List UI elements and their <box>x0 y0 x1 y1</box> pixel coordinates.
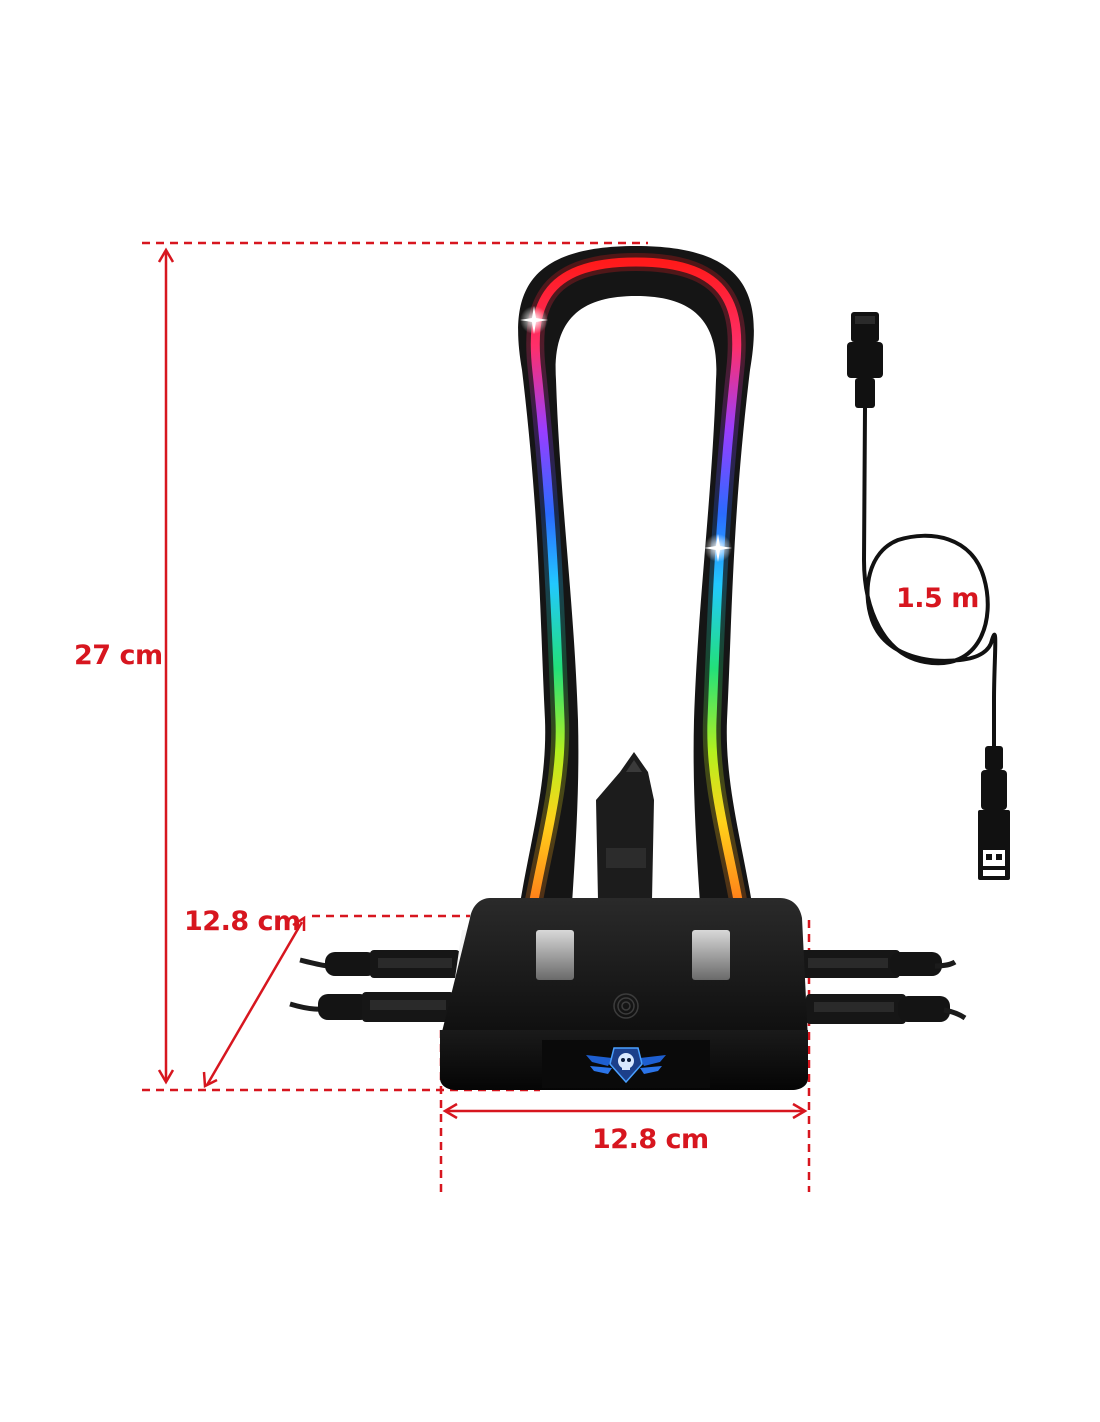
height-dimension-label: 27 cm <box>74 640 163 671</box>
depth-arrow-head-bottom <box>202 1071 218 1088</box>
right-usb-hub-cables <box>800 950 967 1024</box>
height-arrow-head-top <box>157 247 175 263</box>
left-light-slot <box>536 930 574 980</box>
skull-wings-logo <box>586 1047 666 1084</box>
left-usb-hub-cables <box>289 950 460 1022</box>
right-light-slot <box>692 930 730 980</box>
dimension-guides <box>142 241 811 1192</box>
usb-a-plug-icon <box>978 746 1010 880</box>
usb-cable <box>847 312 1010 880</box>
height-arrow-head-bottom <box>157 1069 175 1085</box>
depth-arrow-head-top <box>292 915 306 931</box>
width-arrow-head-right <box>792 1102 808 1120</box>
usb-c-plug-icon <box>847 312 883 408</box>
stand-base <box>440 898 808 1090</box>
width-dimension-label: 12.8 cm <box>592 1124 709 1155</box>
depth-dimension-label: 12.8 cm <box>184 906 301 937</box>
width-arrow-head-left <box>442 1102 458 1120</box>
cable-length-label: 1.5 m <box>896 583 979 614</box>
headset-stand-arch <box>512 246 760 971</box>
depth-arrow-line <box>205 921 304 1086</box>
touch-button-icon <box>613 993 639 1019</box>
